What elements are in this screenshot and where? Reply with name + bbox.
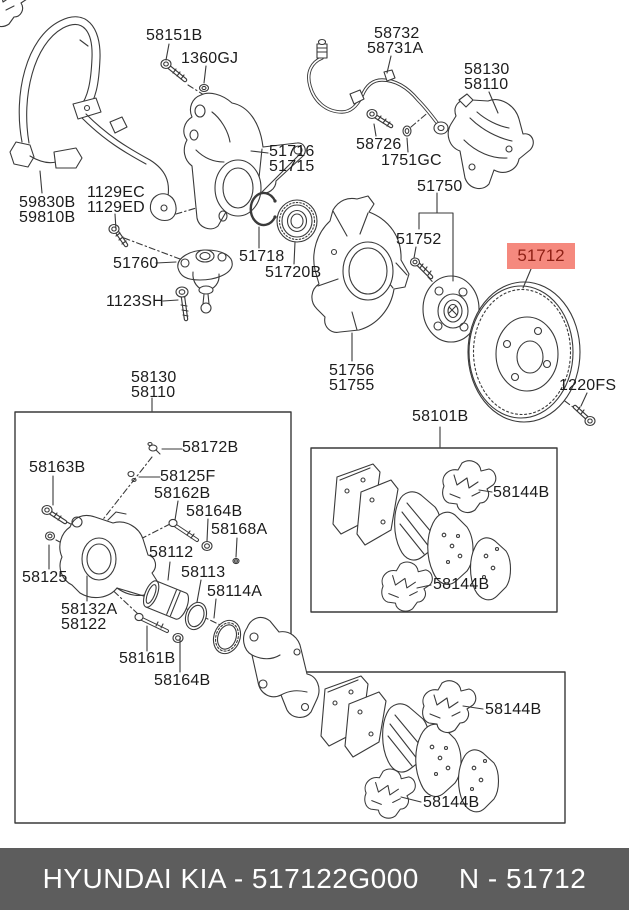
- brake-pad-set-drawing: [332, 463, 512, 601]
- callout-58162b: 58162B: [154, 485, 211, 502]
- nut-58125-drawing: [44, 531, 56, 541]
- callout-58113: 58113: [181, 564, 226, 581]
- callout-51712-highlighted: 51712: [507, 243, 575, 269]
- callout-51752: 51752: [396, 231, 442, 248]
- callout-58122: 58122: [61, 616, 107, 633]
- guide-pin-58161b-drawing: [134, 612, 169, 633]
- dust-shield-drawing: [311, 195, 410, 333]
- callout-51756: 51756: [329, 362, 375, 379]
- callout-59810b: 59810B: [19, 209, 76, 226]
- piston-58112-drawing: [142, 580, 190, 620]
- callout-58732: 58732: [374, 25, 420, 42]
- footer-brand-part-number: HYUNDAI KIA - 517122G000: [42, 863, 419, 894]
- callout-58125f: 58125F: [160, 468, 216, 485]
- callout-58112: 58112: [149, 544, 194, 561]
- callout-51718: 51718: [239, 248, 285, 265]
- callout-58168a: 58168A: [211, 521, 268, 538]
- callout-58164b-lower: 58164B: [154, 672, 211, 689]
- ball-joint-drawing: [177, 249, 233, 314]
- bolt-58163b-drawing: [41, 504, 68, 525]
- wheel-bearing-drawing: [276, 199, 318, 243]
- callout-59830b: 59830B: [19, 194, 76, 211]
- callout-1220fs: 1220FS: [559, 377, 617, 394]
- bolt-58726-drawing: [366, 108, 394, 129]
- snap-ring-drawing: [249, 191, 277, 227]
- callout-58726: 58726: [356, 136, 402, 153]
- bleeder-cap-58172b-drawing: [147, 441, 161, 455]
- detail-box-pad-kit: [310, 447, 558, 613]
- bolt-1220fs-drawing: [572, 404, 596, 427]
- callout-58151b: 58151B: [146, 27, 203, 44]
- nut-58164b-lower-drawing: [172, 632, 184, 644]
- callout-51760: 51760: [113, 255, 159, 272]
- callout-58130-top: 58130: [464, 61, 510, 78]
- carrier-bracket-drawing: [243, 616, 320, 718]
- callout-58161b: 58161B: [119, 650, 176, 667]
- stud-bolt-51752-drawing: [409, 257, 434, 280]
- brake-disc-drawing: [467, 281, 581, 423]
- washer-1751gc-drawing: [402, 125, 412, 137]
- callout-leader-lines: [39, 43, 588, 803]
- callout-58731a: 58731A: [367, 40, 424, 57]
- callout-51715: 51715: [269, 158, 315, 175]
- callout-1751gc: 1751GC: [381, 152, 442, 169]
- bolt-1129-drawing: [108, 223, 129, 248]
- brake-caliper-top-drawing: [447, 93, 534, 190]
- guide-pin-58162b-drawing: [168, 518, 199, 542]
- callout-58132a: 58132A: [61, 601, 118, 618]
- callout-1129ec: 1129EC: [87, 184, 145, 201]
- bolt-1123sh-drawing: [175, 286, 189, 322]
- callout-1360gj: 1360GJ: [181, 50, 239, 67]
- pad-clip-58144b-drawing: [442, 460, 497, 513]
- pad-clip-58144b-drawing: [0, 0, 27, 27]
- callout-1129ed: 1129ED: [87, 199, 145, 216]
- bolt-58151b-drawing: [160, 58, 188, 83]
- callout-58144b-3: 58144B: [485, 701, 542, 718]
- callout-51755: 51755: [329, 377, 375, 394]
- callout-58125: 58125: [22, 569, 68, 586]
- callout-58163b: 58163B: [29, 459, 86, 476]
- callout-58144b-2: 58144B: [433, 576, 490, 593]
- brake-hose-drawing: [307, 38, 449, 135]
- steering-knuckle-drawing: [183, 92, 306, 230]
- nut-58164b-upper-drawing: [201, 540, 213, 552]
- callout-58101b: 58101B: [412, 408, 469, 425]
- pad-clip-58144b-drawing: [364, 768, 416, 819]
- callout-51750: 51750: [417, 178, 463, 195]
- callout-58144b-4: 58144B: [423, 794, 480, 811]
- callout-51716: 51716: [269, 143, 315, 160]
- callout-58110-top: 58110: [464, 76, 509, 93]
- callout-51720b: 51720B: [265, 264, 322, 281]
- callout-58114a: 58114A: [207, 583, 263, 600]
- detail-box-caliper-and-pads: [14, 411, 566, 824]
- callout-58164b-upper: 58164B: [186, 503, 243, 520]
- seal-58113-drawing: [184, 601, 208, 631]
- fitting-58125f-drawing: [127, 470, 137, 483]
- boot-58114a-drawing: [212, 619, 242, 655]
- hub-assembly-drawing: [422, 275, 480, 343]
- nut-1360gj-drawing: [198, 83, 210, 93]
- callout-58130-mid: 58130: [131, 369, 177, 386]
- footer-part-bar: HYUNDAI KIA - 517122G000 N - 51712: [0, 848, 629, 910]
- callout-58110-mid: 58110: [131, 384, 176, 401]
- caliper-body-drawing: [59, 511, 161, 599]
- nut-58168a-drawing: [232, 557, 240, 565]
- callout-1123sh: 1123SH: [106, 293, 164, 310]
- abs-sensor-harness-drawing: [9, 16, 177, 222]
- callout-58144b-1: 58144B: [493, 484, 550, 501]
- callout-58172b: 58172B: [182, 439, 239, 456]
- footer-catalog-reference: N - 51712: [458, 863, 587, 894]
